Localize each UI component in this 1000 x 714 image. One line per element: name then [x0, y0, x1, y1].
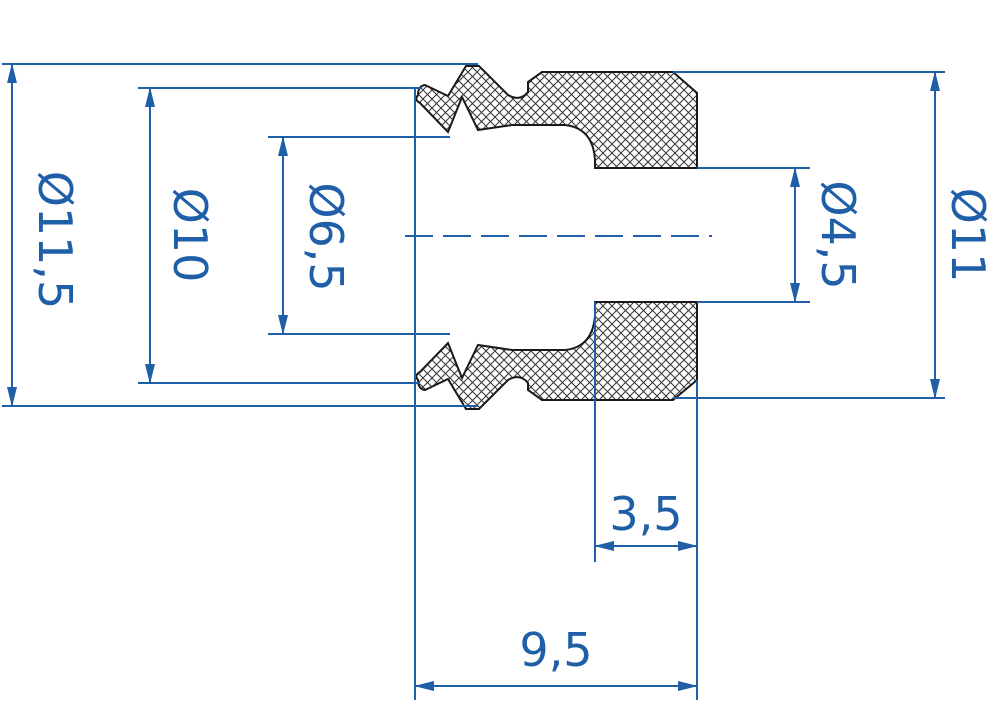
label-total-length: 9,5 [519, 623, 592, 677]
extension-lines [2, 63, 945, 700]
label-bore-diameter: Ø6,5 [299, 182, 353, 291]
dimension-labels: Ø11,5 Ø10 Ø6,5 Ø4,5 Ø11 3,5 9,5 [28, 171, 995, 677]
label-base-thickness: 3,5 [609, 487, 682, 541]
label-inner-lip-diameter: Ø10 [163, 188, 217, 283]
part-section [415, 65, 698, 410]
label-body-diameter: Ø11 [941, 188, 995, 283]
lower-section [415, 301, 698, 410]
upper-section [415, 65, 698, 169]
label-outer-lip-diameter: Ø11,5 [28, 171, 82, 310]
dimension-lines [7, 63, 940, 691]
label-hole-diameter: Ø4,5 [811, 180, 865, 289]
